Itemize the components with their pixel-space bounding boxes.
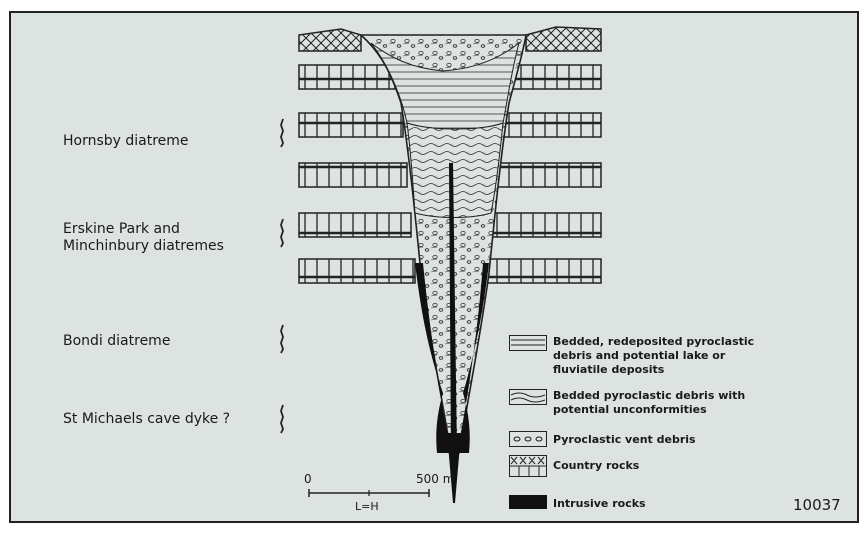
cap-rock-right [526,27,601,51]
scale-start-label: 0 [304,471,312,487]
cap-rock-left [299,29,361,51]
legend-swatch-bedded-pyroclastic [509,389,547,405]
legend-text-1a: Bedded, redeposited pyroclastic [553,335,754,349]
legend-swatch-intrusive [509,495,547,509]
legend-swatch-vent-debris [509,431,547,447]
label-bondi: Bondi diatreme [63,333,170,349]
bracket-hornsby [281,119,283,147]
figure-number: 10037 [793,497,841,513]
legend-text-1c: fluviatile deposits [553,363,664,377]
legend-text-3: Pyroclastic vent debris [553,433,696,447]
label-erskine-line1: Erskine Park and [63,221,180,237]
label-hornsby: Hornsby diatreme [63,133,189,149]
label-erskine-line2: Minchinbury diatremes [63,238,224,254]
legend-swatch-bedded-redeposited [509,335,547,351]
diatreme-cross-section [11,13,857,521]
scale-end-label: 500 m [416,471,454,487]
scale-note: L=H [355,499,379,515]
diagram-panel: Hornsby diatreme Erskine Park and Minchi… [9,11,859,523]
legend-text-2b: potential unconformities [553,403,707,417]
bedded-pyroclastic-fill [407,123,503,218]
label-st-michaels: St Michaels cave dyke ? [63,411,230,427]
legend-text-2a: Bedded pyroclastic debris with [553,389,745,403]
bracket-erskine [281,219,283,247]
bracket-bondi [281,325,283,353]
legend-text-4: Country rocks [553,459,639,473]
legend-swatch-country-rocks [509,455,547,477]
legend-text-5: Intrusive rocks [553,497,646,511]
country-rock-left [299,65,415,283]
bracket-st-michaels [281,405,283,433]
legend-text-1b: debris and potential lake or [553,349,725,363]
dyke-root [447,433,461,503]
